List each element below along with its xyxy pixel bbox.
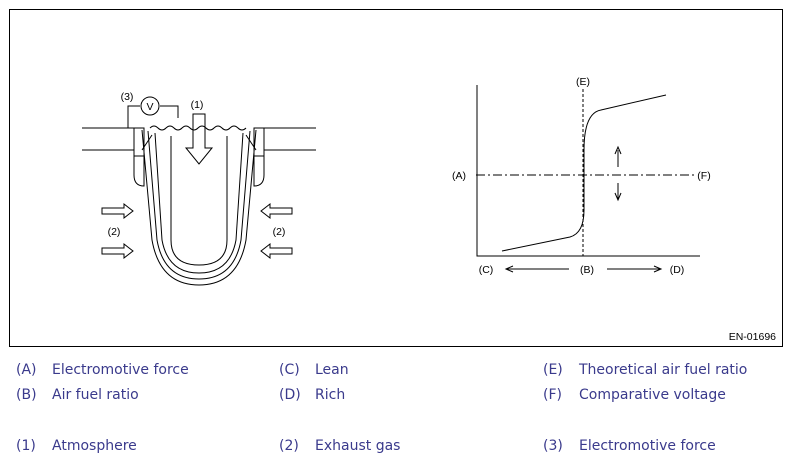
legend-code: (C) — [279, 362, 300, 378]
figure-code: EN-01696 — [728, 331, 776, 343]
graph-label-d: (D) — [670, 264, 685, 276]
legend-code: (B) — [16, 387, 37, 403]
voltmeter-circle — [140, 96, 160, 116]
voltage-arrow-up-head — [614, 145, 622, 155]
legend-item-f: (F) Comparative voltage — [543, 387, 726, 403]
flange-right — [253, 127, 265, 157]
sensor-top-edge — [149, 125, 247, 131]
label-3: (3) — [121, 91, 134, 103]
voltmeter-wire-right — [160, 105, 179, 118]
legend-item-1: (1) Atmosphere — [16, 438, 137, 454]
label-1: (1) — [191, 99, 204, 111]
legend-text: Lean — [315, 362, 349, 378]
graph-axes — [476, 85, 700, 257]
legend-item-b: (B) Air fuel ratio — [16, 387, 139, 403]
voltmeter-symbol: V — [146, 101, 153, 113]
legend-item-c: (C) Lean — [279, 362, 349, 378]
legend-text: Exhaust gas — [315, 438, 401, 454]
rich-arrow-head — [653, 265, 663, 273]
legend-item-e: (E) Theoretical air fuel ratio — [543, 362, 747, 378]
legend-code: (1) — [16, 438, 36, 454]
exhaust-arrow-right-bottom — [260, 242, 293, 260]
characteristic-curve — [501, 94, 667, 252]
exhaust-arrow-right-top — [260, 202, 293, 220]
sensor-inner-layer — [154, 132, 244, 274]
legend-code: (3) — [543, 438, 563, 454]
legend-item-3: (3) Electromotive force — [543, 438, 716, 454]
graph-label-e: (E) — [576, 76, 590, 88]
label-2-left: (2) — [108, 226, 121, 238]
flange-left — [133, 127, 145, 157]
legend-item-d: (D) Rich — [279, 387, 345, 403]
legend-text: Rich — [315, 387, 346, 403]
diagram-svg: V (3) (1) (2) (2) (E) (A) (F) (C) (B) (D… — [82, 76, 711, 286]
graph-label-c: (C) — [479, 264, 494, 276]
legend-item-2: (2) Exhaust gas — [279, 438, 400, 454]
legend-text: Air fuel ratio — [52, 387, 139, 403]
exhaust-arrow-left-bottom — [101, 242, 134, 260]
sensor-core — [170, 136, 228, 266]
legend-text: Electromotive force — [52, 362, 189, 378]
legend-item-a: (A) Electromotive force — [16, 362, 189, 378]
figure-frame: V (3) (1) (2) (2) (E) (A) (F) (C) (B) (D… — [9, 9, 783, 347]
legend-text: Comparative voltage — [579, 387, 726, 403]
electrode-lead-right — [245, 134, 257, 151]
legend-code: (A) — [16, 362, 37, 378]
legend-text: Theoretical air fuel ratio — [579, 362, 748, 378]
voltage-arrow-down-head — [614, 192, 622, 202]
pipe-wall-left — [82, 127, 145, 187]
exhaust-arrow-left-top — [101, 202, 134, 220]
voltmeter-wire-left — [127, 105, 140, 128]
legend-text: Atmosphere — [52, 438, 137, 454]
lean-arrow-head — [504, 265, 514, 273]
legend-text: Electromotive force — [579, 438, 716, 454]
sensor-outer-layer — [141, 129, 257, 286]
graph-label-a: (A) — [452, 170, 466, 182]
sensor-mid-layer — [147, 130, 251, 280]
label-2-right: (2) — [273, 226, 286, 238]
pipe-wall-right — [253, 127, 316, 187]
legend-code: (F) — [543, 387, 562, 403]
atmosphere-arrow — [184, 113, 214, 165]
graph-label-b: (B) — [580, 264, 594, 276]
legend-code: (E) — [543, 362, 563, 378]
electrode-lead-left — [141, 134, 153, 151]
legend-code: (2) — [279, 438, 299, 454]
legend-code: (D) — [279, 387, 301, 403]
graph-label-f: (F) — [697, 170, 710, 182]
